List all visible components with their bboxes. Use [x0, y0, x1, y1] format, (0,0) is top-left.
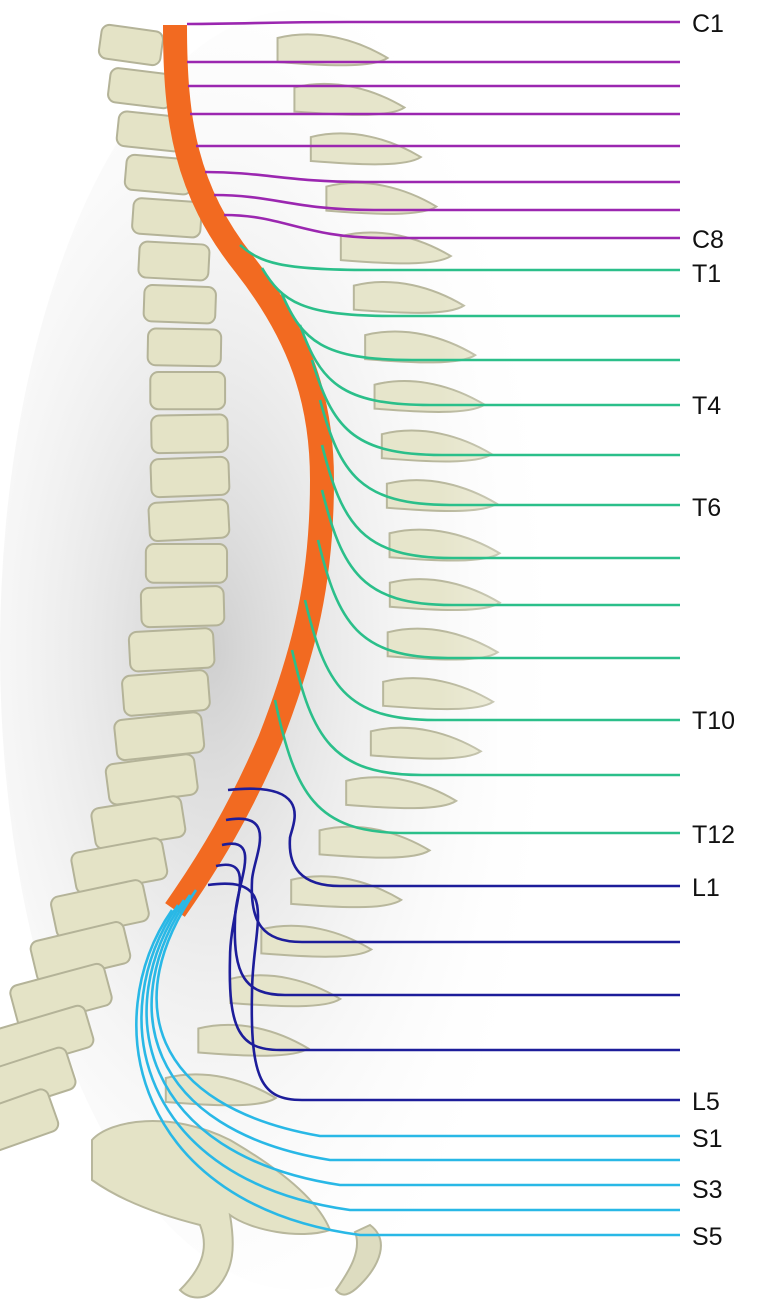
vertebra: [150, 457, 229, 498]
label-t6: T6: [692, 494, 721, 522]
vertebra: [151, 414, 228, 453]
vertebra: [121, 670, 210, 717]
vertebra: [141, 586, 225, 627]
label-t4: T4: [692, 392, 721, 420]
label-l5: L5: [692, 1088, 720, 1116]
vertebra: [148, 328, 222, 366]
label-s3: S3: [692, 1176, 723, 1204]
label-t1: T1: [692, 260, 721, 288]
vertebra: [143, 285, 216, 324]
vertebra: [128, 628, 214, 672]
label-c8: C8: [692, 226, 724, 254]
vertebra: [114, 712, 205, 761]
label-s5: S5: [692, 1223, 723, 1251]
vertebra: [148, 499, 230, 542]
label-t12: T12: [692, 821, 735, 849]
label-c1: C1: [692, 10, 724, 38]
label-l1: L1: [692, 874, 720, 902]
fade-overlay: [440, 0, 782, 1309]
vertebra: [98, 24, 164, 66]
label-s1: S1: [692, 1125, 723, 1153]
label-t10: T10: [692, 707, 735, 735]
vertebra: [138, 241, 210, 281]
vertebra: [146, 544, 227, 583]
vertebra: [132, 198, 203, 238]
vertebra: [150, 372, 225, 409]
